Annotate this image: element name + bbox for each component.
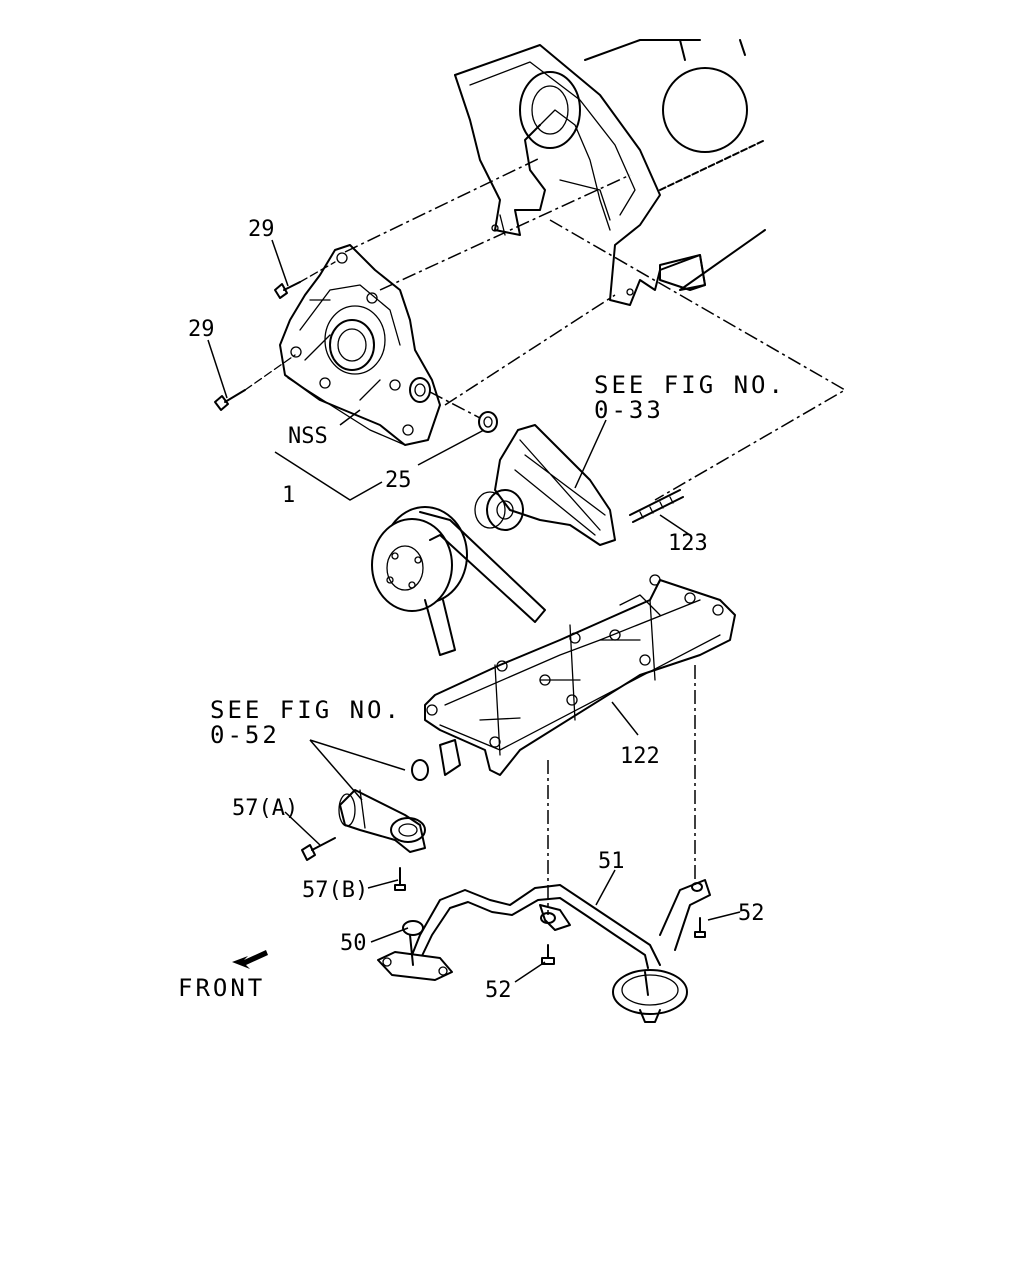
idler-pulley	[371, 506, 468, 612]
oil-pump-housing	[279, 244, 441, 446]
label-see-fig-033-line1: SEE FIG NO.	[594, 371, 786, 399]
label-123: 123	[668, 531, 708, 556]
label-25: 25	[385, 468, 412, 493]
label-51: 51	[598, 849, 625, 874]
callout-labels: 29 29 NSS 25 1 SEE FIG NO. 0-33 123 SEE …	[178, 217, 786, 1003]
label-front: FRONT	[178, 974, 265, 1002]
label-52-right: 52	[738, 901, 765, 926]
bolt-57a	[301, 837, 336, 861]
label-29-left: 29	[188, 317, 215, 342]
label-57a: 57(A)	[232, 796, 298, 821]
bolt-29-top	[274, 261, 336, 299]
bolt-29-left	[214, 354, 296, 411]
stud-123	[629, 489, 684, 523]
leader-lines	[207, 239, 741, 983]
engine-block	[454, 39, 766, 306]
label-52-bottom: 52	[485, 978, 512, 1003]
oil-pan-brace-122	[424, 574, 736, 776]
strainer-flange-gasket-50	[377, 920, 453, 981]
label-see-fig-052-line1: SEE FIG NO.	[210, 696, 402, 724]
label-57b: 57(B)	[302, 878, 368, 903]
alignment-centerlines	[344, 157, 847, 501]
seal-25	[478, 411, 498, 433]
label-50: 50	[340, 931, 367, 956]
label-29-top: 29	[248, 217, 275, 242]
label-nss: NSS	[288, 424, 328, 449]
label-see-fig-033-line2: 0-33	[594, 396, 664, 424]
pickup-elbow	[338, 789, 426, 853]
bolt-52-right	[694, 917, 706, 938]
drive-belt	[419, 511, 546, 656]
brace-to-strainer-centerlines	[547, 665, 696, 915]
label-1: 1	[282, 483, 295, 508]
label-122: 122	[620, 744, 660, 769]
oil-strainer-51	[409, 879, 711, 1023]
bolt-57b	[394, 867, 406, 891]
front-arrow-icon	[232, 950, 268, 969]
pulley-bracket	[474, 424, 616, 546]
pickup-o-ring	[411, 759, 429, 781]
bolt-52-bottom	[541, 944, 555, 965]
label-see-fig-052-line2: 0-52	[210, 721, 280, 749]
